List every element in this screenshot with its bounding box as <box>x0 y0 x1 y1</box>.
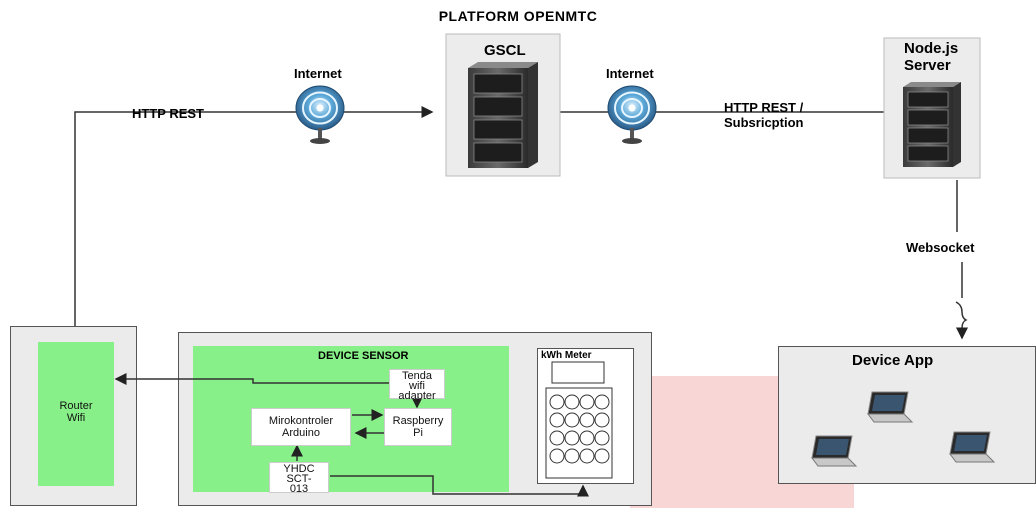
device-sensor-title: DEVICE SENSOR <box>318 350 409 362</box>
kwh-meter-label: kWh Meter <box>541 350 592 361</box>
internet-icon-right <box>607 85 657 144</box>
yhdc-sensor-box: YHDC SCT- 013 <box>269 462 329 495</box>
device-sensor-area <box>193 346 509 492</box>
http-rest-sub-line1: HTTP REST / <box>724 100 804 115</box>
laptop-icon-top <box>867 391 914 423</box>
tenda-line1: Tenda <box>402 370 432 382</box>
arduino-line2: Arduino <box>282 427 320 439</box>
yhdc-line1: YHDC <box>283 463 315 475</box>
device-app-title: Device App <box>852 352 934 369</box>
arduino-line1: Mirokontroler <box>268 415 334 427</box>
router-line2: Wifi <box>66 412 86 424</box>
gscl-label: GSCL <box>484 42 526 59</box>
diagram-title: PLATFORM OPENMTC <box>438 8 598 24</box>
node-server-icon <box>903 82 961 167</box>
raspberry-line2: Pi <box>413 427 423 439</box>
http-rest-label: HTTP REST <box>132 106 204 121</box>
yhdc-line2: SCT- <box>286 473 312 485</box>
node-server-line2: Server <box>904 57 951 74</box>
yhdc-line3: 013 <box>289 483 309 495</box>
arduino-box: Mirokontroler Arduino <box>251 408 351 446</box>
tenda-line2: wifi <box>409 380 425 392</box>
raspberry-pi-box: Raspberry Pi <box>384 408 452 446</box>
kwh-keypad <box>549 394 610 464</box>
websocket-label: Websocket <box>906 240 975 255</box>
internet-label-right: Internet <box>606 66 654 81</box>
gscl-server-icon <box>468 62 538 168</box>
http-rest-sub-line2: Subsricption <box>724 115 804 130</box>
laptop-icon-left <box>811 435 858 467</box>
router-uplink-line <box>74 106 434 326</box>
laptop-icon-right <box>949 431 996 463</box>
tenda-router-line <box>114 373 389 385</box>
router-line1: Router <box>59 400 93 412</box>
internet-label-left: Internet <box>294 66 342 81</box>
node-server-label: Node.js Server <box>904 40 958 74</box>
tenda-line3: adapter <box>398 390 436 402</box>
raspberry-line1: Raspberry <box>392 415 444 427</box>
yhdc-meter-line <box>330 475 589 497</box>
internet-icon-left <box>295 85 345 144</box>
http-rest-subscription-label: HTTP REST / Subsricption <box>724 100 803 130</box>
router-wifi-label: Router Wifi <box>38 400 114 424</box>
node-server-line1: Node.js <box>904 40 959 57</box>
tenda-adapter-box: Tenda wifi adapter <box>389 369 445 402</box>
router-wifi-box <box>38 342 114 486</box>
websocket-brace <box>955 301 968 340</box>
kwh-display <box>551 361 605 384</box>
